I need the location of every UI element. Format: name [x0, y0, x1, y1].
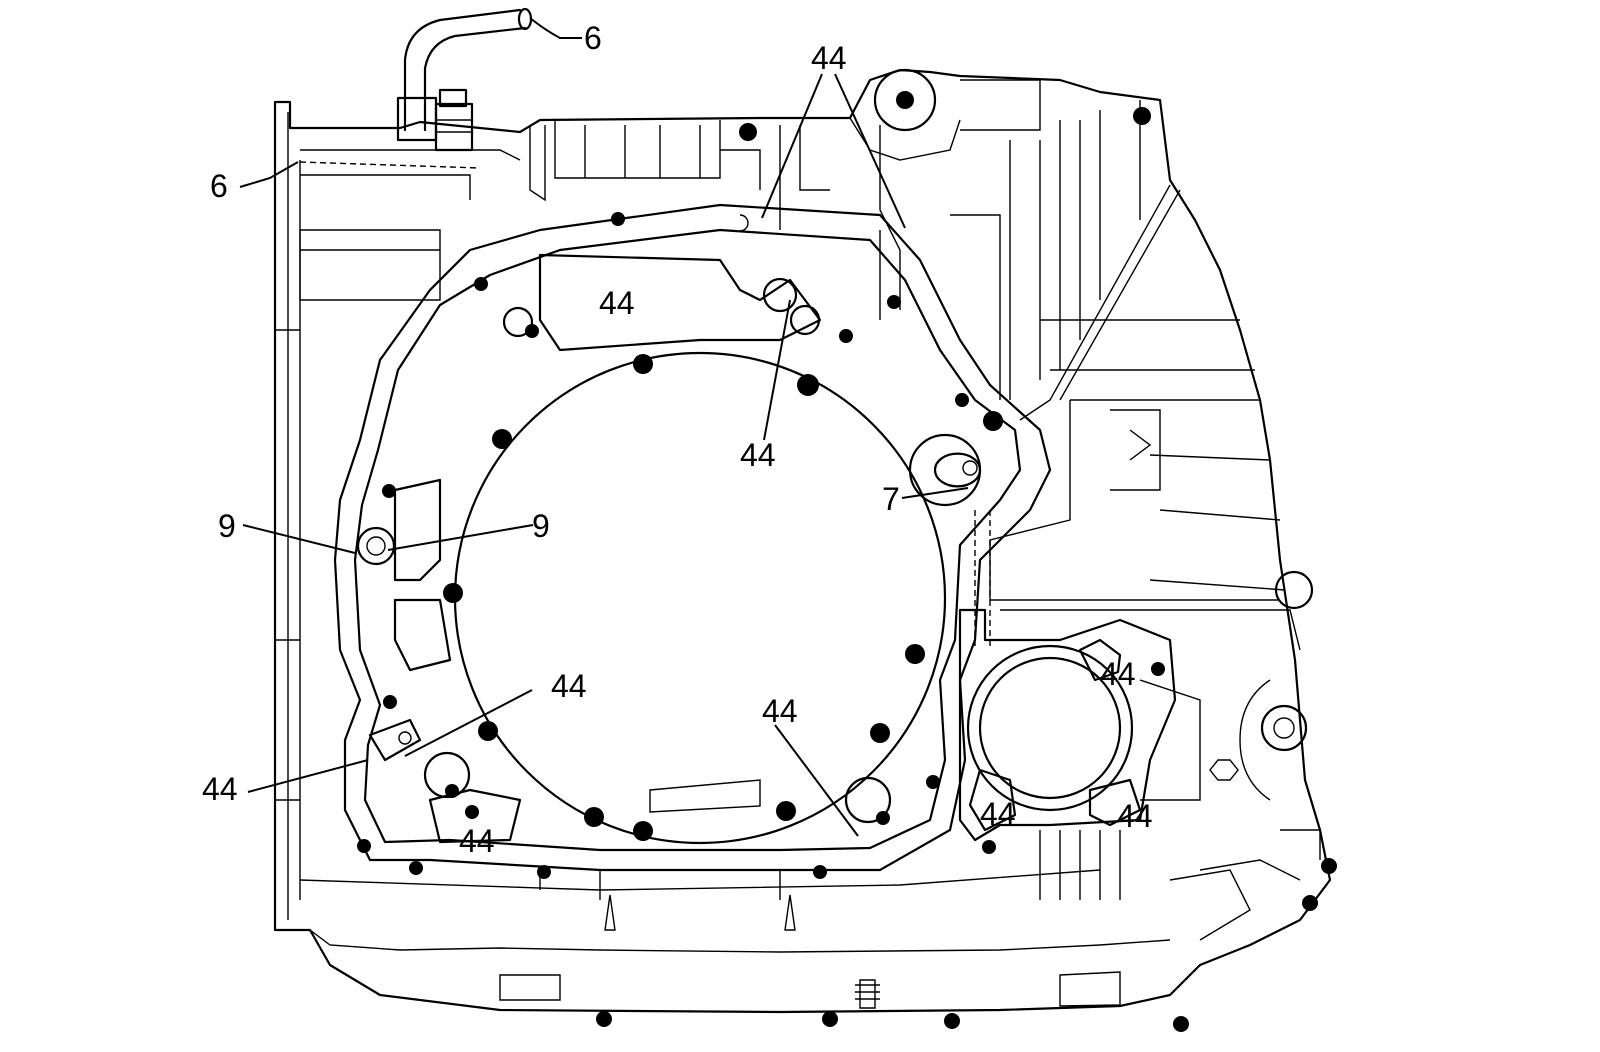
leader-lines — [239, 17, 969, 837]
bell-housing-flange — [333, 203, 1052, 872]
bolt-hole — [584, 807, 604, 827]
callout-44-right-a: 44 — [1100, 656, 1136, 692]
callout-44-lower-inner: 44 — [551, 668, 587, 704]
bolt-hole — [797, 374, 819, 396]
callout-9-left: 9 — [218, 508, 236, 544]
bolt-hole — [813, 865, 827, 879]
lower-right-housing — [958, 510, 1177, 900]
callout-44-right-b: 44 — [980, 796, 1016, 832]
bolt-hole — [445, 784, 459, 798]
bolt-hole — [633, 354, 653, 374]
bolt-hole — [870, 723, 890, 743]
bolt-hole — [465, 805, 479, 819]
bolt-hole — [478, 721, 498, 741]
bolt-hole — [926, 775, 940, 789]
lower-structure — [299, 869, 1251, 1009]
bolt-hole — [611, 212, 625, 226]
bolt-hole — [537, 865, 551, 879]
callout-6-top: 6 — [584, 20, 602, 56]
bolt-hole — [383, 695, 397, 709]
bolt-hole — [739, 123, 757, 141]
callouts: 6 6 44 44 44 7 9 9 44 44 44 44 44 44 44 — [202, 20, 1153, 859]
pipe-assembly — [396, 7, 533, 152]
callout-44-bottom-pocket: 44 — [459, 823, 495, 859]
callout-6-left: 6 — [210, 168, 228, 204]
bolt-hole — [1302, 895, 1318, 911]
bolt-hole — [944, 1013, 960, 1029]
callout-44-top: 44 — [811, 40, 847, 76]
bolt-holes — [357, 91, 1337, 1032]
bolt-hole — [357, 839, 371, 853]
bolt-hole — [839, 329, 853, 343]
bolt-hole — [982, 840, 996, 854]
bolt-hole — [822, 1011, 838, 1027]
bolt-hole — [1173, 1016, 1189, 1032]
bolt-hole — [983, 411, 1003, 431]
bolt-hole — [776, 801, 796, 821]
bolt-hole — [382, 484, 396, 498]
bolt-hole — [492, 429, 512, 449]
callout-44-right-c: 44 — [1117, 798, 1153, 834]
callout-44-lower-left: 44 — [202, 771, 238, 807]
bolt-hole — [1151, 662, 1165, 676]
case-outline — [273, 68, 1332, 1014]
bolt-hole — [1133, 107, 1151, 125]
bolt-hole — [596, 1011, 612, 1027]
bolt-hole — [443, 583, 463, 603]
callout-44-upper-pocket: 44 — [599, 285, 635, 321]
bolt-hole — [525, 324, 539, 338]
top-structure — [529, 68, 1181, 421]
callout-44-center: 44 — [740, 437, 776, 473]
callout-7: 7 — [882, 481, 900, 517]
bolt-hole — [876, 811, 890, 825]
bolt-hole — [887, 295, 901, 309]
bolt-hole — [896, 91, 914, 109]
bolt-hole — [905, 644, 925, 664]
bolt-hole — [633, 821, 653, 841]
bolt-hole — [1321, 858, 1337, 874]
callout-9-right: 9 — [532, 508, 550, 544]
right-side-panel — [989, 319, 1321, 881]
bolt-hole — [409, 861, 423, 875]
bolt-hole — [955, 393, 969, 407]
bolt-hole — [474, 277, 488, 291]
callout-44-lower-mid: 44 — [762, 693, 798, 729]
